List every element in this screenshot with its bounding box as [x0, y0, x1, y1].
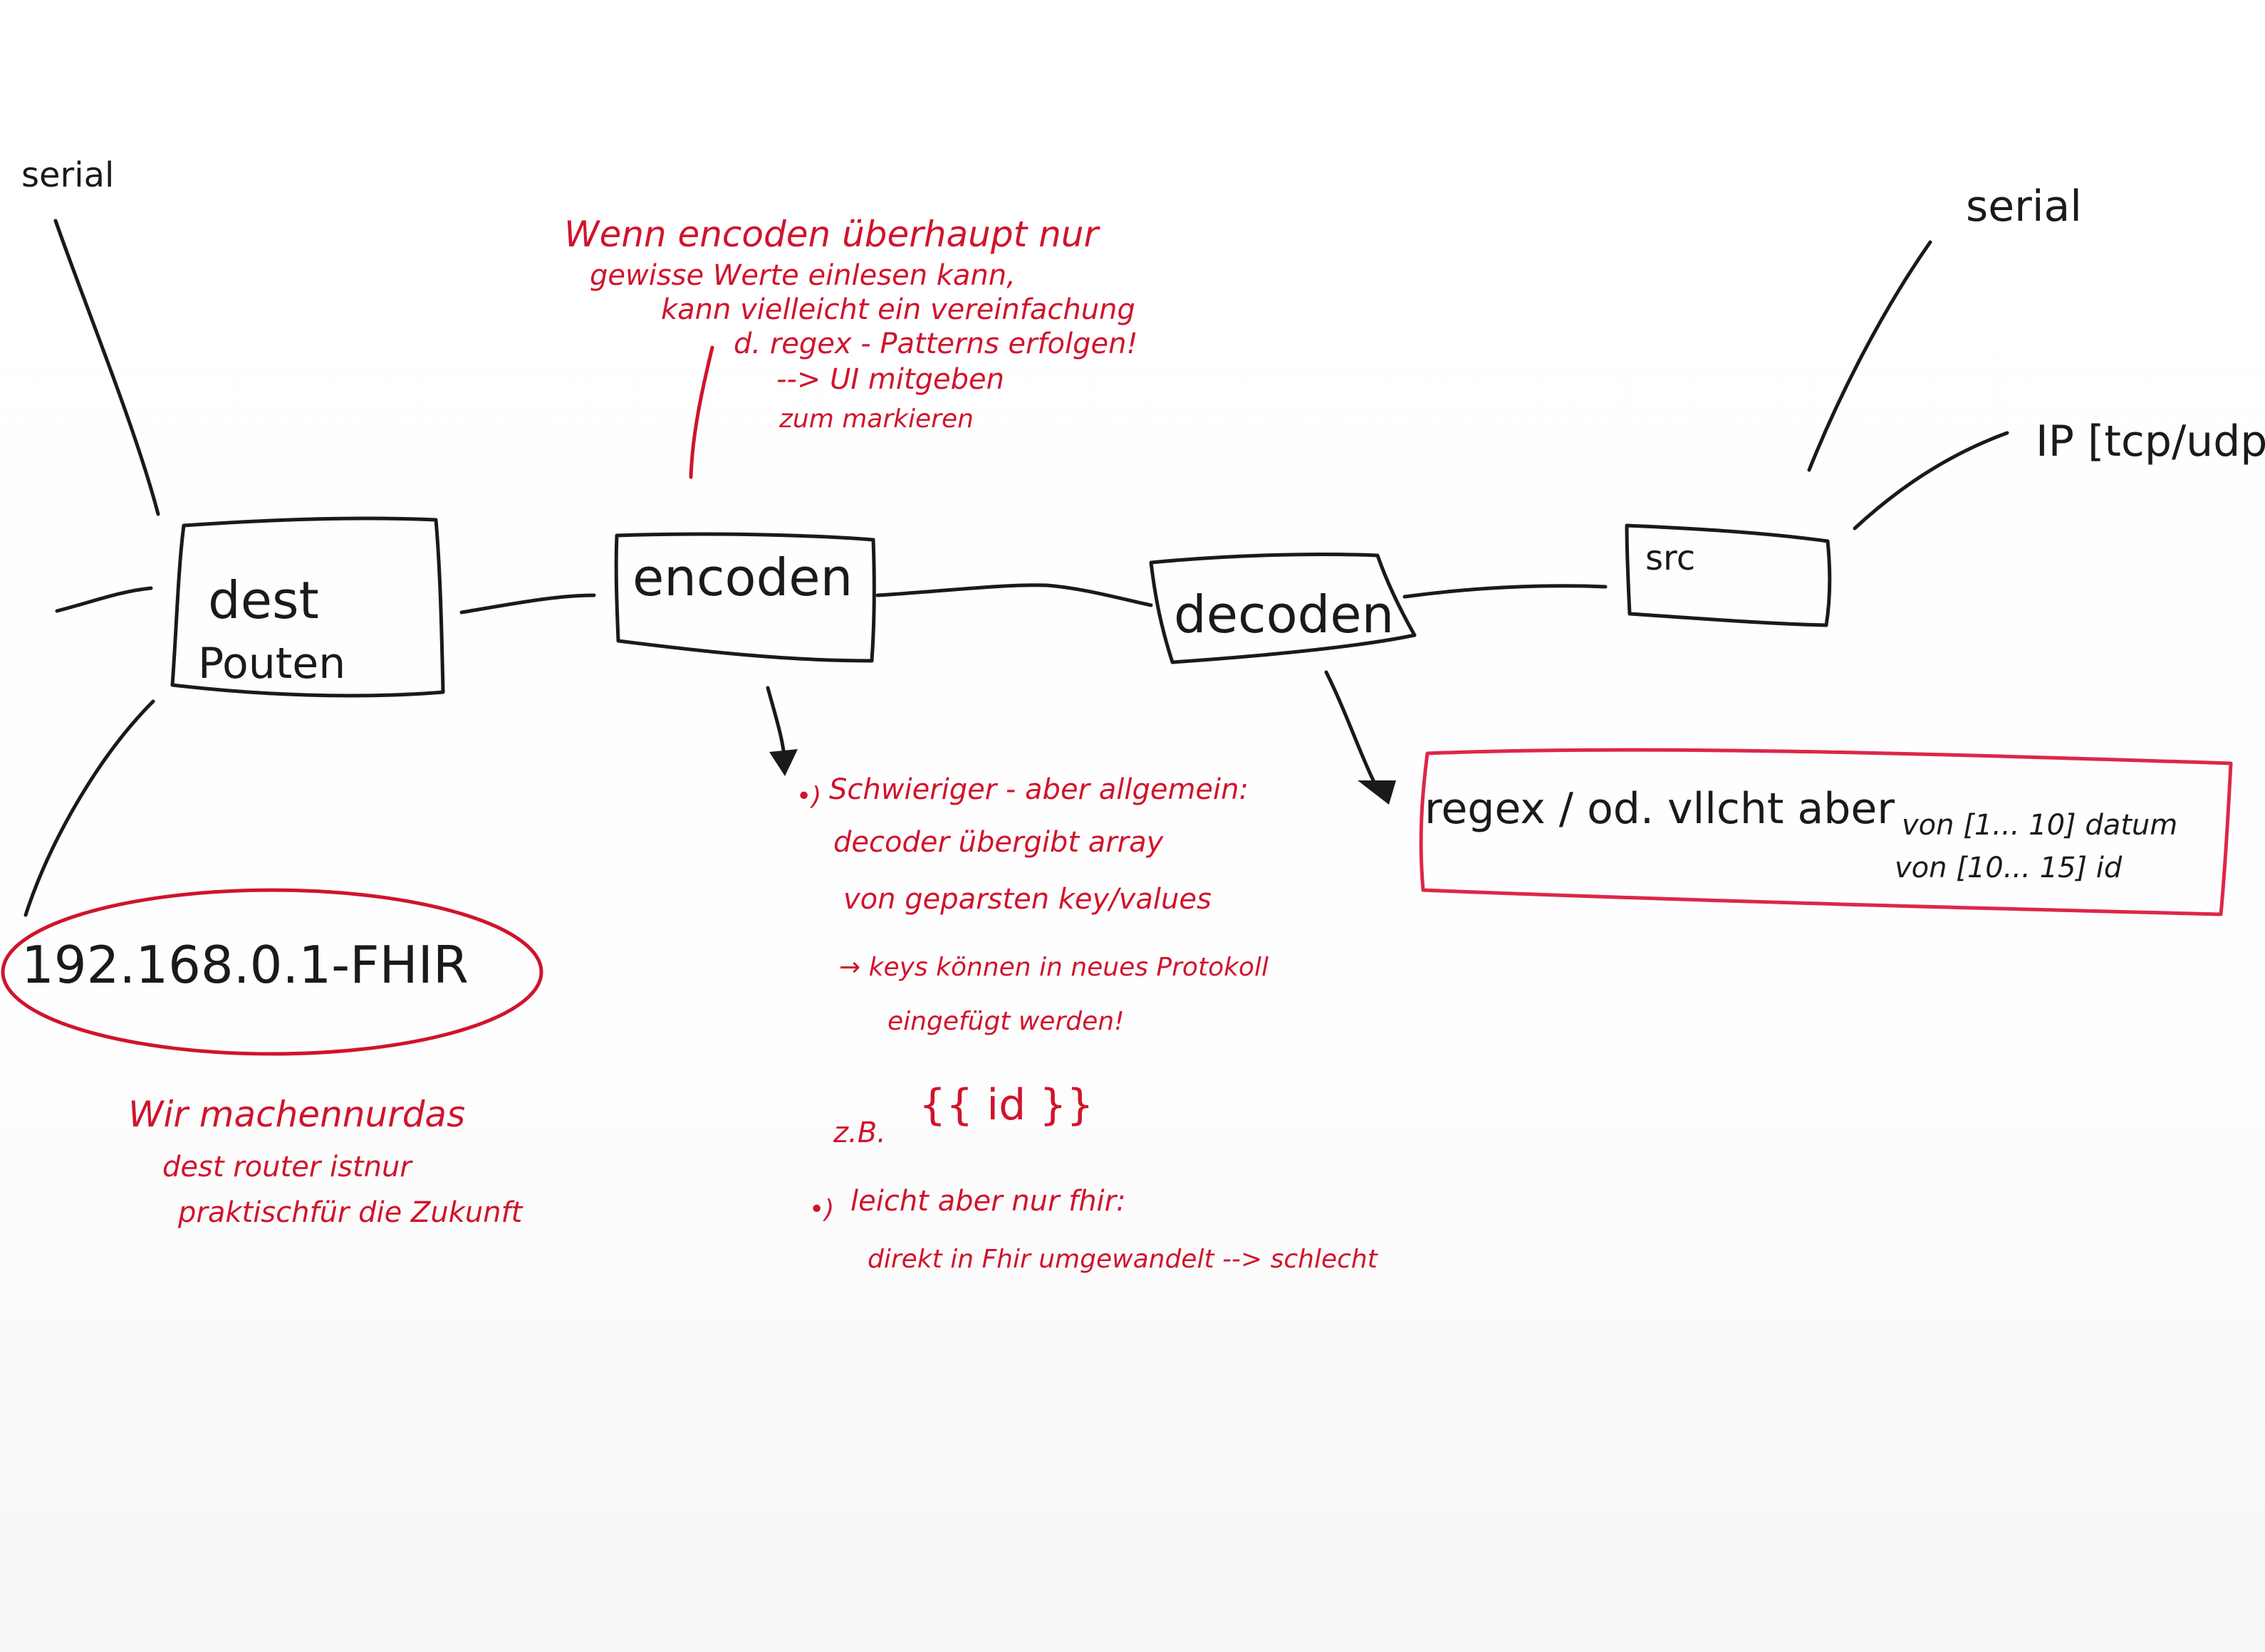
- encoder-note-pointer: [689, 345, 714, 479]
- middle-note-line: decoder übergibt array: [833, 826, 1165, 859]
- encoder-down-arrow-head: [769, 749, 798, 776]
- encoder-label: encoden: [632, 548, 853, 607]
- router-note-line: dest router istnur: [162, 1151, 413, 1183]
- encoder-note-line: Wenn encoden überhaupt nur: [564, 214, 1100, 255]
- dest-router-outline: [170, 516, 445, 698]
- middle-note-bullet: •): [809, 1195, 834, 1224]
- middle-note-bullet: •): [796, 782, 821, 811]
- middle-note-line: leicht aber nur fhir:: [850, 1185, 1126, 1218]
- router-note: Wir machennurdas dest router istnur prak…: [128, 1094, 524, 1229]
- middle-note-line: eingefügt werden!: [887, 1007, 1125, 1036]
- router-note-line: praktischfür die Zukunft: [177, 1196, 524, 1229]
- middle-note-line: Schwieriger - aber allgemein:: [829, 773, 1249, 806]
- left-stub-line: [55, 586, 153, 613]
- decoder-to-src-line: [1402, 584, 1608, 599]
- regex-box-line2-right: von [10... 15] id: [1895, 852, 2123, 884]
- connections: [24, 219, 2009, 917]
- decoder-label: decoden: [1174, 585, 1394, 644]
- regex-box: regex / od. vllcht aber von [1... 10] da…: [1419, 748, 2233, 916]
- serial-right-label: serial: [1966, 182, 2082, 231]
- encoder-box: encoden: [614, 532, 876, 663]
- serial-right-line: [1807, 240, 1932, 472]
- router-to-ellipse-line: [24, 699, 155, 917]
- regex-box-line1-right: von [1... 10] datum: [1902, 809, 2177, 842]
- regex-box-outline: [1419, 748, 2233, 916]
- dest-router-box: dest Pouten: [170, 516, 445, 698]
- src-box: src: [1625, 523, 1832, 627]
- src-outline: [1625, 523, 1832, 627]
- dest-router-label-line1: dest: [208, 570, 319, 630]
- middle-note-line: direkt in Fhir umgewandelt --> schlecht: [868, 1245, 1379, 1274]
- decoder-down-arrow-shaft: [1324, 670, 1377, 785]
- serial-left-label: serial: [21, 155, 114, 195]
- arrows: [766, 670, 1396, 805]
- ip-ellipse-group: 192.168.0.1-FHIR: [1, 888, 543, 1056]
- ip-ellipse-text: 192.168.0.1-FHIR: [21, 935, 469, 995]
- ip-right-label: IP [tcp/udp]: [2036, 417, 2265, 466]
- decoder-outline: [1149, 552, 1417, 664]
- router-to-encoder-line: [459, 593, 596, 615]
- middle-note-line: von geparsten key/values: [843, 883, 1212, 916]
- encoder-note-line: kann vielleicht ein vereinfachung: [661, 293, 1135, 326]
- decoder-down-arrow-head: [1358, 780, 1396, 805]
- encoder-note-line: --> UI mitgeben: [776, 363, 1004, 396]
- middle-note: •) Schwieriger - aber allgemein: decoder…: [796, 773, 1379, 1274]
- encoder-note: Wenn encoden überhaupt nur gewisse Werte…: [564, 214, 1137, 479]
- encoder-note-line: gewisse Werte einlesen kann,: [590, 259, 1016, 292]
- router-note-line: Wir machennurdas: [128, 1094, 465, 1135]
- encoder-note-line: d. regex - Patterns erfolgen!: [734, 328, 1137, 360]
- src-label: src: [1645, 538, 1695, 578]
- ip-ellipse: [1, 888, 543, 1056]
- encoder-note-line: zum markieren: [779, 404, 974, 434]
- encoder-outline: [614, 532, 876, 663]
- dest-router-label-line2: Pouten: [198, 639, 345, 689]
- regex-box-line1-left: regex / od. vllcht aber: [1425, 784, 1895, 834]
- middle-note-line: → keys können in neues Protokoll: [839, 953, 1269, 982]
- serial-left-line: [53, 219, 160, 516]
- encoder-to-decoder-line: [875, 583, 1153, 607]
- ip-right-line: [1853, 431, 2009, 530]
- middle-note-example: {{ id }}: [919, 1080, 1094, 1130]
- decoder-box: decoden: [1149, 552, 1417, 664]
- middle-note-example-prefix: z.B.: [833, 1117, 886, 1149]
